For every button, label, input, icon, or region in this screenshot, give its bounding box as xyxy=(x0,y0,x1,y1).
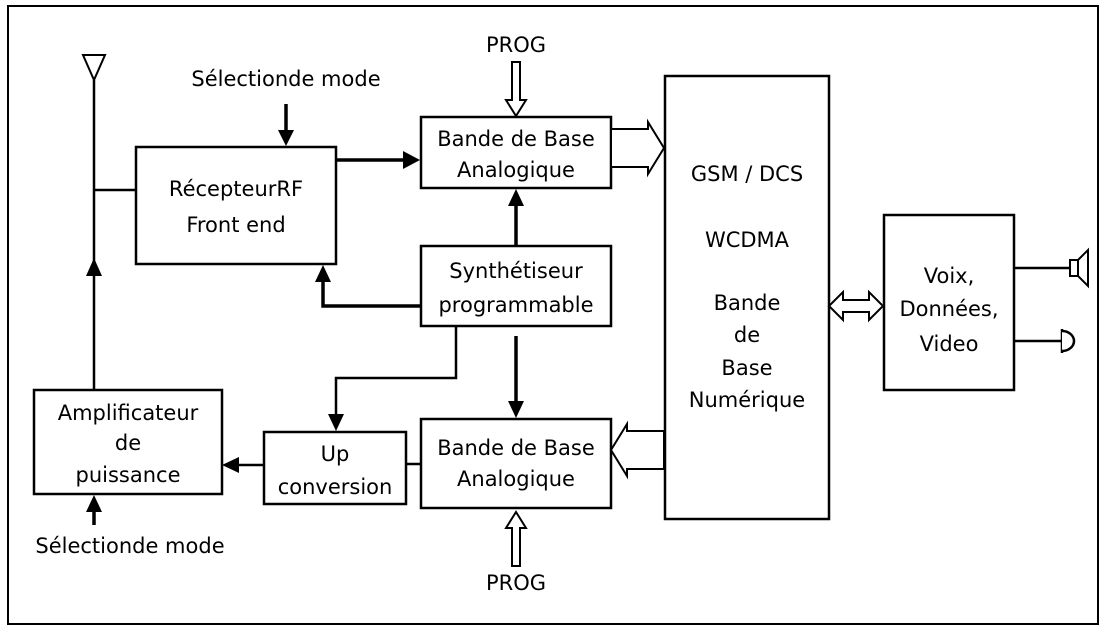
mode-select-top-label: Sélectionde mode xyxy=(191,67,380,91)
baseband-analog-top-block xyxy=(419,115,613,190)
digital-line2: WCDMA xyxy=(705,228,790,252)
upconversion-to-amp-arrowhead xyxy=(222,457,239,473)
digital-baseband-block xyxy=(663,74,831,521)
power-amplifier-line3: puissance xyxy=(76,463,181,487)
prog-bottom-label: PROG xyxy=(486,571,546,595)
receiver-block xyxy=(134,145,338,266)
media-line1: Voix, xyxy=(924,264,975,288)
baseband-analog-bottom-line2: Analogique xyxy=(457,467,575,491)
digital-line1: GSM / DCS xyxy=(691,162,803,186)
synthesizer-line1: Synthétiseur xyxy=(449,259,583,283)
synth-to-upconversion-arrowhead xyxy=(328,414,344,431)
prog-top-label: PROG xyxy=(486,33,546,57)
digital-to-baseband-bottom-hollow-arrow xyxy=(609,420,665,480)
prog-bottom-hollow-arrow xyxy=(504,510,528,567)
synth-to-upconversion-line xyxy=(334,326,458,416)
baseband-analog-top-line1: Bande de Base xyxy=(437,127,595,151)
baseband-analog-bottom-block xyxy=(419,417,613,510)
media-line3: Video xyxy=(920,332,979,356)
digital-line3: Bande xyxy=(714,291,781,315)
antenna-icon xyxy=(81,54,107,83)
synth-to-baseband-top-arrowhead xyxy=(508,189,524,206)
antenna-up-arrowhead xyxy=(86,258,102,276)
mode-select-bottom-arrowhead xyxy=(86,495,102,512)
receiver-label-line2: Front end xyxy=(186,213,285,237)
digital-line4: de xyxy=(734,323,760,347)
upconversion-line1: Up xyxy=(321,442,350,466)
media-line2: Données, xyxy=(899,297,998,321)
prog-top-hollow-arrow xyxy=(504,61,528,118)
digital-line6: Numérique xyxy=(689,388,805,412)
receiver-label-line1: RécepteurRF xyxy=(169,177,303,201)
media-block xyxy=(882,213,1016,392)
baseband-analog-bottom-line1: Bande de Base xyxy=(437,436,595,460)
diagram-frame xyxy=(7,5,1099,625)
upconversion-block xyxy=(262,430,408,506)
baseband-analog-top-line2: Analogique xyxy=(457,158,575,182)
power-amplifier-block xyxy=(32,388,224,496)
digital-media-double-arrow xyxy=(827,289,885,323)
synth-to-receiver-arrowhead xyxy=(315,265,331,282)
baseband-top-to-digital-hollow-arrow xyxy=(610,118,666,178)
mode-select-top-arrowhead xyxy=(278,130,294,146)
synth-to-baseband-bottom-arrowhead xyxy=(508,401,524,418)
power-amplifier-line1: Amplificateur xyxy=(58,401,199,425)
power-amplifier-line2: de xyxy=(115,431,141,455)
microphone-icon xyxy=(1060,329,1076,353)
synthesizer-line2: programmable xyxy=(438,293,593,317)
upconversion-line2: conversion xyxy=(278,475,393,499)
speaker-icon xyxy=(1069,247,1089,289)
synth-to-receiver-line xyxy=(321,281,421,308)
synthesizer-block xyxy=(419,244,613,328)
receiver-to-baseband-arrowhead xyxy=(403,151,420,169)
digital-line5: Base xyxy=(721,356,772,380)
mode-select-bottom-label: Sélectionde mode xyxy=(35,534,224,558)
